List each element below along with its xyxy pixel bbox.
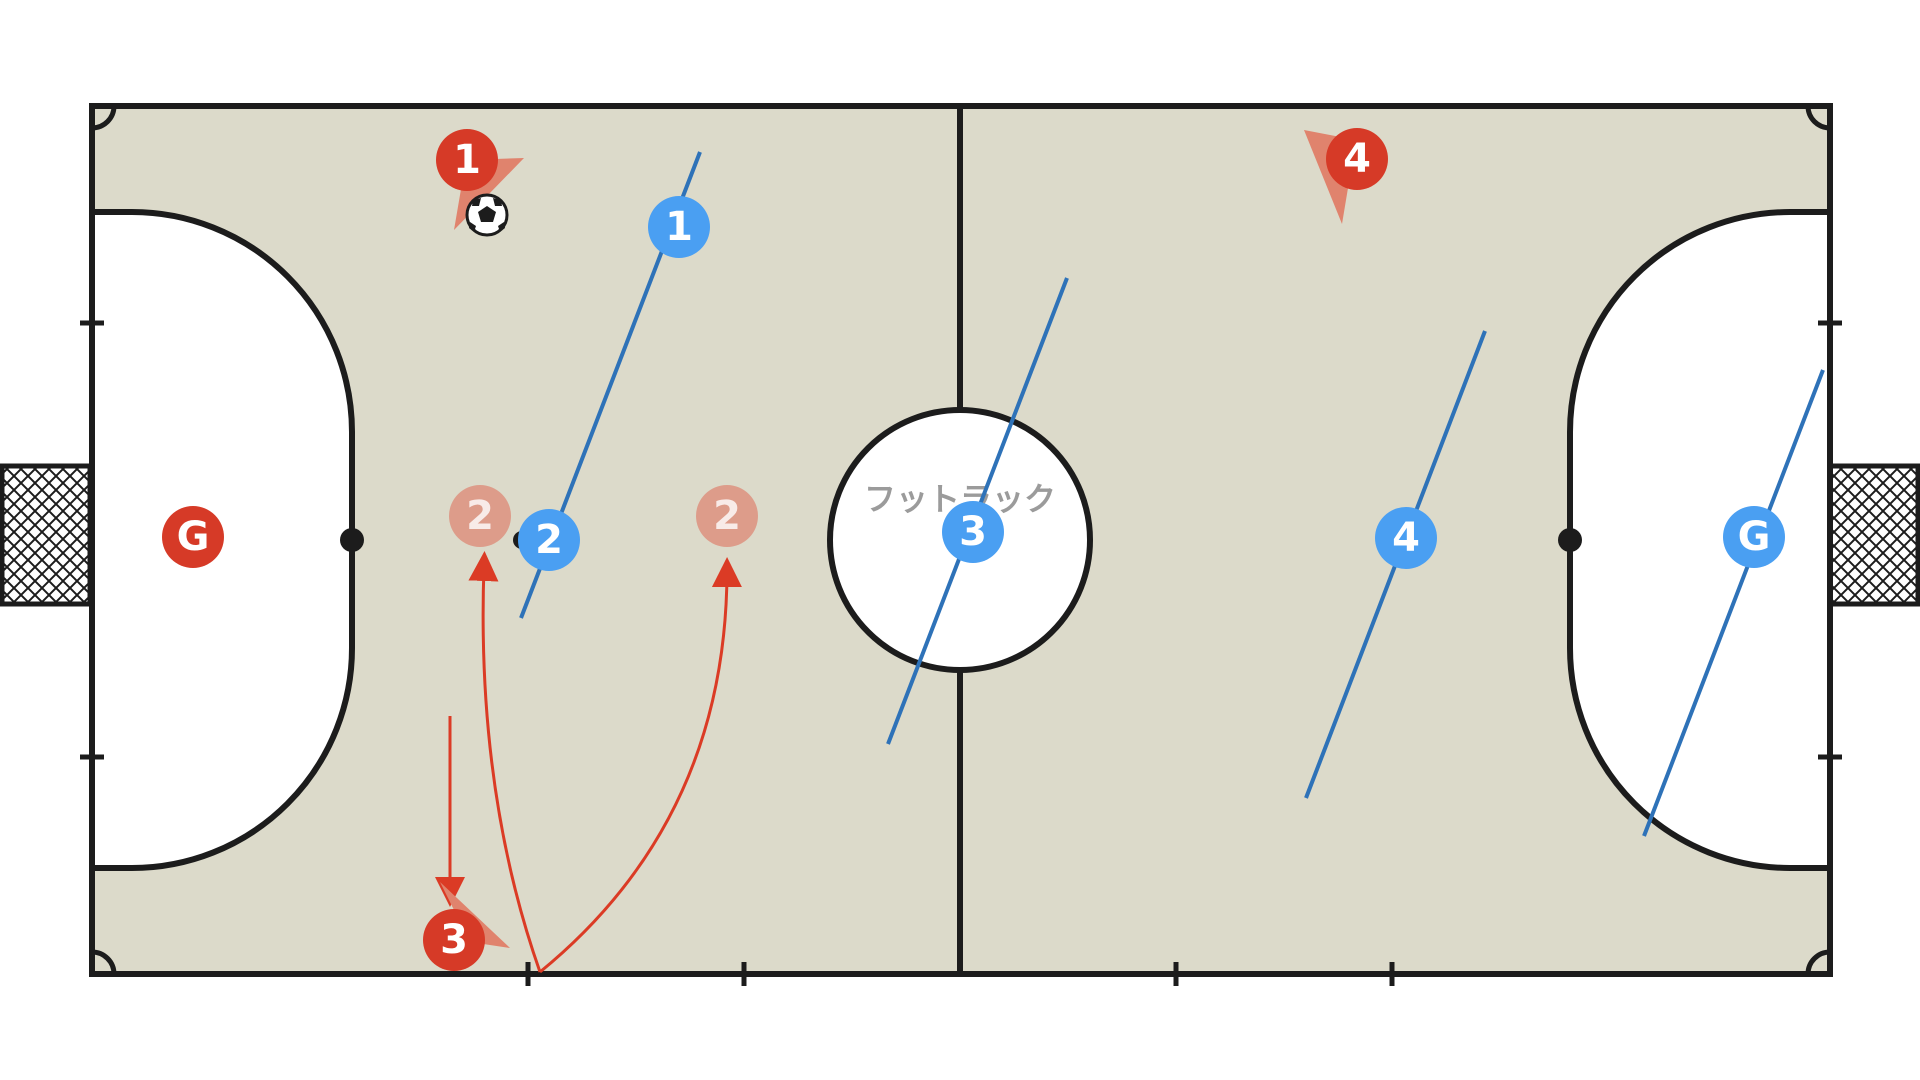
red-goalkeeper[interactable]: G (162, 506, 224, 568)
right-goal (1827, 463, 1920, 607)
blue-goalkeeper[interactable]: G (1723, 506, 1785, 568)
blue-player-2[interactable]: 2 (518, 509, 580, 571)
svg-text:G: G (1738, 514, 1771, 560)
svg-text:2: 2 (466, 493, 494, 539)
right-penalty-area (1567, 209, 1833, 871)
left-goal (0, 463, 93, 607)
soccer-ball-icon[interactable] (465, 193, 509, 237)
svg-text:G: G (177, 514, 210, 560)
svg-text:1: 1 (453, 137, 481, 183)
left-penalty-spot (340, 528, 364, 552)
court-boundary (89, 103, 1833, 977)
arrow-path-to-ghost-a (468, 551, 542, 973)
blue-line-g (1642, 369, 1825, 837)
blue-player-4[interactable]: 4 (1375, 507, 1437, 569)
svg-text:1: 1 (665, 204, 693, 250)
red-player-1[interactable]: 1 (436, 129, 498, 191)
corner-arcs (91, 105, 1831, 975)
svg-text:4: 4 (1343, 136, 1371, 182)
red-player-2-ghost-a: 2 (449, 485, 511, 547)
red-player-2-ghost-b: 2 (696, 485, 758, 547)
red-player-4[interactable]: 4 (1326, 128, 1388, 190)
blue-player-3[interactable]: 3 (942, 501, 1004, 563)
blue-player-1[interactable]: 1 (648, 196, 710, 258)
movement-arrows (435, 551, 742, 974)
svg-text:2: 2 (713, 493, 741, 539)
right-penalty-spot (1558, 528, 1582, 552)
arrow-path-to-ghost-b (539, 557, 742, 974)
red-3-facing-wedge (440, 882, 510, 948)
red-player-3[interactable]: 3 (423, 909, 485, 971)
boundary-ticks (80, 320, 1842, 986)
svg-text:3: 3 (959, 509, 987, 555)
svg-text:2: 2 (535, 517, 563, 563)
svg-text:3: 3 (440, 917, 468, 963)
svg-text:4: 4 (1392, 515, 1420, 561)
